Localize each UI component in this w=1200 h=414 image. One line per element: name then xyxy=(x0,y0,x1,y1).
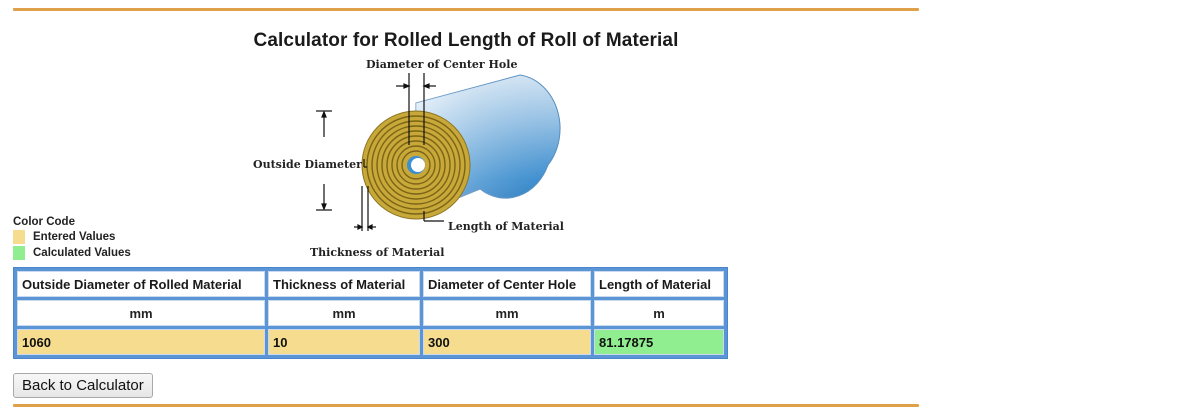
entered-swatch xyxy=(13,230,25,244)
legend-label-calculated: Calculated Values xyxy=(33,247,131,259)
outside-diameter-label: Outside Diameter xyxy=(253,158,362,171)
center-hole-label: Diameter of Center Hole xyxy=(366,58,518,71)
roll-diagram: Diameter of Center Hole Outside Diameter… xyxy=(248,55,588,265)
header-thickness: Thickness of Material xyxy=(268,271,420,297)
units-row: mm mm mm m xyxy=(17,300,724,326)
color-code-legend: Color Code Entered Values Calculated Val… xyxy=(13,216,131,261)
results-table: Outside Diameter of Rolled Material Thic… xyxy=(13,267,728,359)
value-length: 81.17875 xyxy=(594,329,724,355)
legend-item-calculated: Calculated Values xyxy=(13,245,131,261)
unit-outside-diameter: mm xyxy=(17,300,265,326)
top-divider xyxy=(13,8,919,11)
unit-thickness: mm xyxy=(268,300,420,326)
value-thickness: 10 xyxy=(268,329,420,355)
header-outside-diameter: Outside Diameter of Rolled Material xyxy=(17,271,265,297)
legend-label-entered: Entered Values xyxy=(33,231,116,243)
header-row: Outside Diameter of Rolled Material Thic… xyxy=(17,271,724,297)
page-title: Calculator for Rolled Length of Roll of … xyxy=(253,30,679,51)
bottom-divider xyxy=(13,404,919,407)
unit-center-hole: mm xyxy=(423,300,591,326)
back-to-calculator-button[interactable]: Back to Calculator xyxy=(13,373,153,398)
header-length: Length of Material xyxy=(594,271,724,297)
roll-illustration xyxy=(316,73,561,231)
value-center-hole: 300 xyxy=(423,329,591,355)
header-center-hole: Diameter of Center Hole xyxy=(423,271,591,297)
thickness-label: Thickness of Material xyxy=(310,246,445,259)
unit-length: m xyxy=(594,300,724,326)
length-label: Length of Material xyxy=(448,220,564,233)
values-row: 1060 10 300 81.17875 xyxy=(17,329,724,355)
legend-title: Color Code xyxy=(13,216,75,228)
legend-item-entered: Entered Values xyxy=(13,229,131,245)
value-outside-diameter: 1060 xyxy=(17,329,265,355)
calculated-swatch xyxy=(13,246,25,260)
